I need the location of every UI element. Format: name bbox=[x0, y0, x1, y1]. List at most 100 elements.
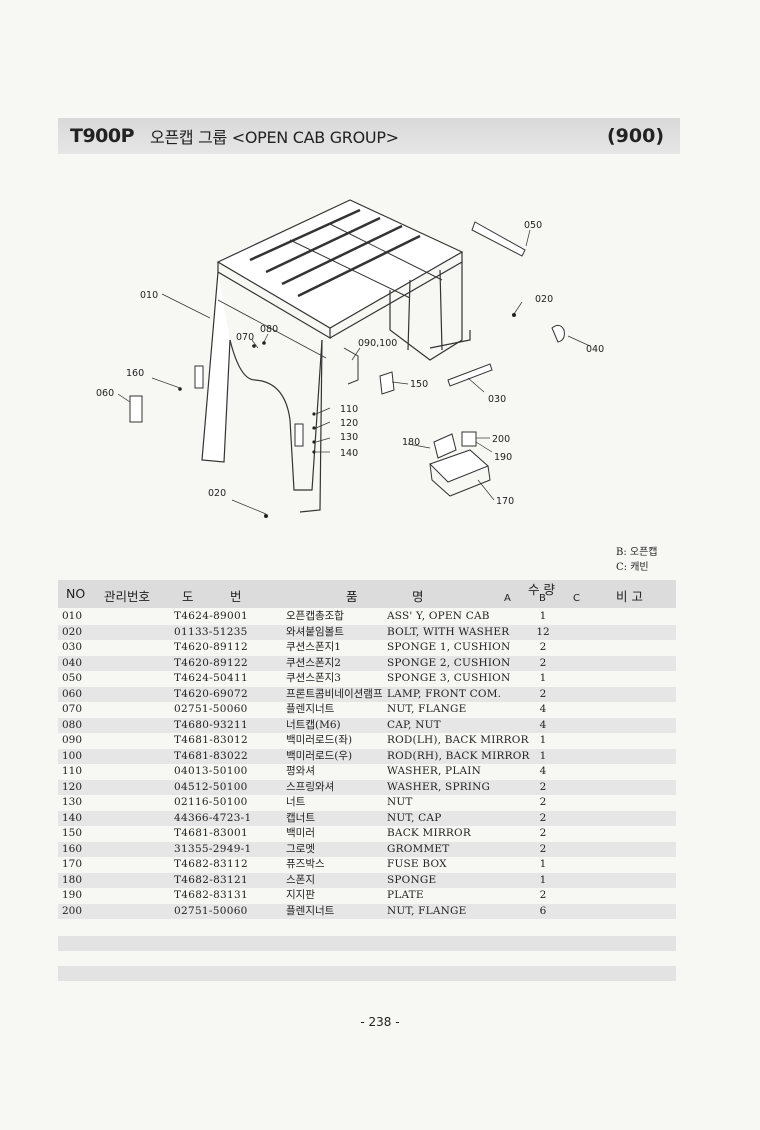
part-number-seq: 190 bbox=[62, 889, 83, 901]
plate-part bbox=[461, 431, 477, 447]
col-part-b: 번 bbox=[230, 589, 242, 604]
part-name-en: SPONGE 3, CUSHION bbox=[387, 672, 511, 684]
sponge-3-part bbox=[471, 221, 526, 257]
legend: B: 오픈캡 C: 캐빈 bbox=[616, 545, 658, 575]
part-name-en: GROMMET bbox=[387, 842, 450, 855]
part-name-en: NUT, FLANGE bbox=[387, 904, 467, 917]
part-number-seq: 040 bbox=[62, 656, 83, 669]
part-number-seq: 170 bbox=[62, 858, 83, 870]
part-number-seq: 030 bbox=[62, 641, 83, 653]
callout-030: 030 bbox=[488, 394, 506, 405]
part-name-ko: 오픈캡총조합 bbox=[286, 610, 344, 622]
empty-row-band bbox=[58, 936, 676, 951]
part-name-en: NUT, FLANGE bbox=[387, 703, 467, 715]
qty-a: 2 bbox=[539, 811, 547, 824]
part-name-ko: 쿠션스폰지2 bbox=[286, 656, 341, 669]
parts-small bbox=[129, 221, 565, 497]
part-code: 02116-50100 bbox=[174, 796, 248, 808]
col-qty: 수 량 bbox=[528, 582, 555, 597]
part-name-en: SPONGE 2, CUSHION bbox=[387, 656, 511, 669]
table-header: NO 관리번호 도 번 품 명 수 량 A B C 비 고 bbox=[58, 580, 676, 608]
col-qty-a: A bbox=[504, 593, 511, 604]
part-number-seq: 110 bbox=[62, 765, 83, 777]
part-number-seq: 130 bbox=[62, 796, 83, 808]
part-number-seq: 060 bbox=[62, 687, 83, 700]
part-name-en: ASS' Y, OPEN CAB bbox=[387, 610, 490, 622]
part-name-en: BOLT, WITH WASHER bbox=[387, 625, 510, 638]
qty-a: 1 bbox=[539, 610, 547, 622]
part-code: T4680-93211 bbox=[174, 718, 248, 731]
callout-170: 170 bbox=[496, 496, 514, 507]
part-name-en: LAMP, FRONT COM. bbox=[387, 687, 502, 700]
part-code: 04512-50100 bbox=[174, 780, 248, 793]
part-name-ko: 그로멧 bbox=[286, 842, 315, 855]
qty-a: 1 bbox=[539, 672, 547, 684]
part-code: 31355-2949-1 bbox=[174, 842, 252, 855]
callout-020-top: 020 bbox=[535, 294, 553, 305]
part-number-seq: 090 bbox=[62, 734, 83, 746]
callout-010: 010 bbox=[140, 290, 158, 301]
callout-080: 080 bbox=[260, 324, 278, 335]
part-code: T4620-89112 bbox=[174, 641, 248, 653]
front-lamp-part bbox=[129, 395, 143, 423]
qty-a: 1 bbox=[539, 734, 547, 746]
callout-020-bottom: 020 bbox=[208, 488, 226, 499]
col-remark: 비 고 bbox=[616, 589, 643, 604]
group-title: 오픈캡 그룹 <OPEN CAB GROUP> bbox=[150, 128, 399, 147]
part-name-en: NUT, CAP bbox=[387, 811, 442, 824]
callout-labels: 010 020 020 030 040 050 060 070 080 090,… bbox=[96, 220, 604, 507]
part-name-ko: 너트 bbox=[286, 796, 306, 808]
part-name-en: CAP, NUT bbox=[387, 718, 441, 731]
qty-a: 1 bbox=[539, 749, 547, 762]
part-code: 04013-50100 bbox=[174, 765, 248, 777]
part-name-en: BACK MIRROR bbox=[387, 827, 471, 839]
part-name-ko: 와셔붙임볼트 bbox=[286, 625, 344, 638]
part-name-ko: 백미러 bbox=[286, 827, 315, 839]
part-name-en: FUSE BOX bbox=[387, 858, 447, 870]
part-code: T4624-50411 bbox=[174, 672, 248, 684]
part-name-ko: 쿠션스폰지1 bbox=[286, 641, 341, 653]
part-code: T4620-69072 bbox=[174, 687, 248, 700]
part-number-seq: 150 bbox=[62, 827, 83, 839]
page-number: - 238 - bbox=[360, 1015, 400, 1029]
callout-070: 070 bbox=[236, 332, 254, 343]
qty-a: 2 bbox=[539, 656, 547, 669]
callout-040: 040 bbox=[586, 344, 604, 355]
qty-a: 2 bbox=[539, 827, 547, 839]
part-number-seq: 070 bbox=[62, 703, 83, 715]
part-name-ko: 퓨즈박스 bbox=[286, 858, 325, 870]
callout-130: 130 bbox=[340, 432, 358, 443]
callout-150: 150 bbox=[410, 379, 428, 390]
qty-a: 2 bbox=[539, 842, 547, 855]
col-name-a: 품 bbox=[346, 589, 358, 604]
col-no: NO bbox=[66, 586, 86, 601]
qty-a: 6 bbox=[539, 904, 547, 917]
part-code: T4681-83001 bbox=[174, 827, 248, 839]
part-name-en: NUT bbox=[387, 796, 413, 808]
leader-lines bbox=[117, 229, 591, 515]
part-name-ko: 너트캡(M6) bbox=[286, 718, 341, 731]
part-code: T4682-83112 bbox=[174, 858, 248, 870]
callout-060: 060 bbox=[96, 388, 114, 399]
part-name-en: WASHER, PLAIN bbox=[387, 765, 482, 777]
callout-110: 110 bbox=[340, 404, 358, 415]
empty-row-band bbox=[58, 966, 676, 981]
part-name-ko: 백미러로드(좌) bbox=[286, 734, 353, 746]
group-code: (900) bbox=[606, 125, 664, 147]
qty-a: 2 bbox=[539, 687, 547, 700]
col-qty-c: C bbox=[573, 593, 580, 604]
part-name-ko: 쿠션스폰지3 bbox=[286, 672, 341, 684]
qty-a: 4 bbox=[539, 718, 547, 731]
part-number-seq: 180 bbox=[62, 873, 83, 886]
callout-140: 140 bbox=[340, 448, 358, 459]
